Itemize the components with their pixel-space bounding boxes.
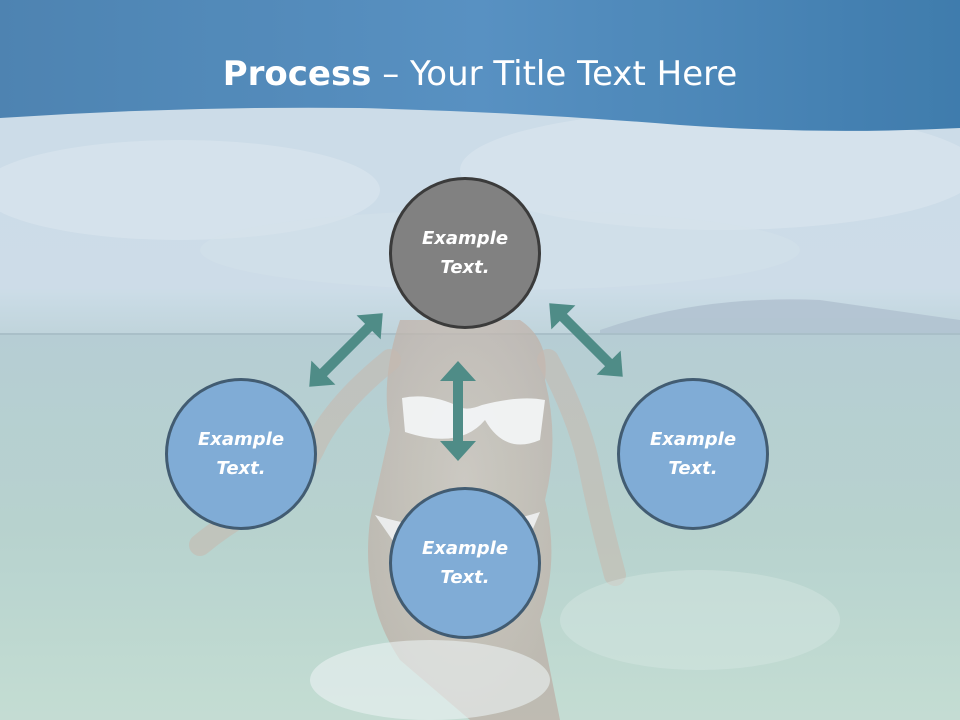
node-top-line1: Example xyxy=(421,228,509,249)
node-top: Example Text. xyxy=(389,177,541,329)
node-right-line2: Text. xyxy=(668,458,718,479)
slide-title: Process – Your Title Text Here xyxy=(0,52,960,96)
title-rest: – Your Title Text Here xyxy=(371,54,738,94)
arrow-vertical xyxy=(440,361,476,461)
node-left-line1: Example xyxy=(197,429,285,450)
node-top-line2: Text. xyxy=(440,257,490,278)
node-right-line1: Example xyxy=(649,429,737,450)
node-bottom: Example Text. xyxy=(389,487,541,639)
node-left-line2: Text. xyxy=(216,458,266,479)
arrow-top-left xyxy=(309,313,383,387)
node-bottom-line2: Text. xyxy=(440,567,490,588)
arrow-top-right xyxy=(549,303,623,377)
node-left: Example Text. xyxy=(165,378,317,530)
node-bottom-line1: Example xyxy=(421,538,509,559)
node-right: Example Text. xyxy=(617,378,769,530)
title-bold: Process xyxy=(222,54,372,94)
